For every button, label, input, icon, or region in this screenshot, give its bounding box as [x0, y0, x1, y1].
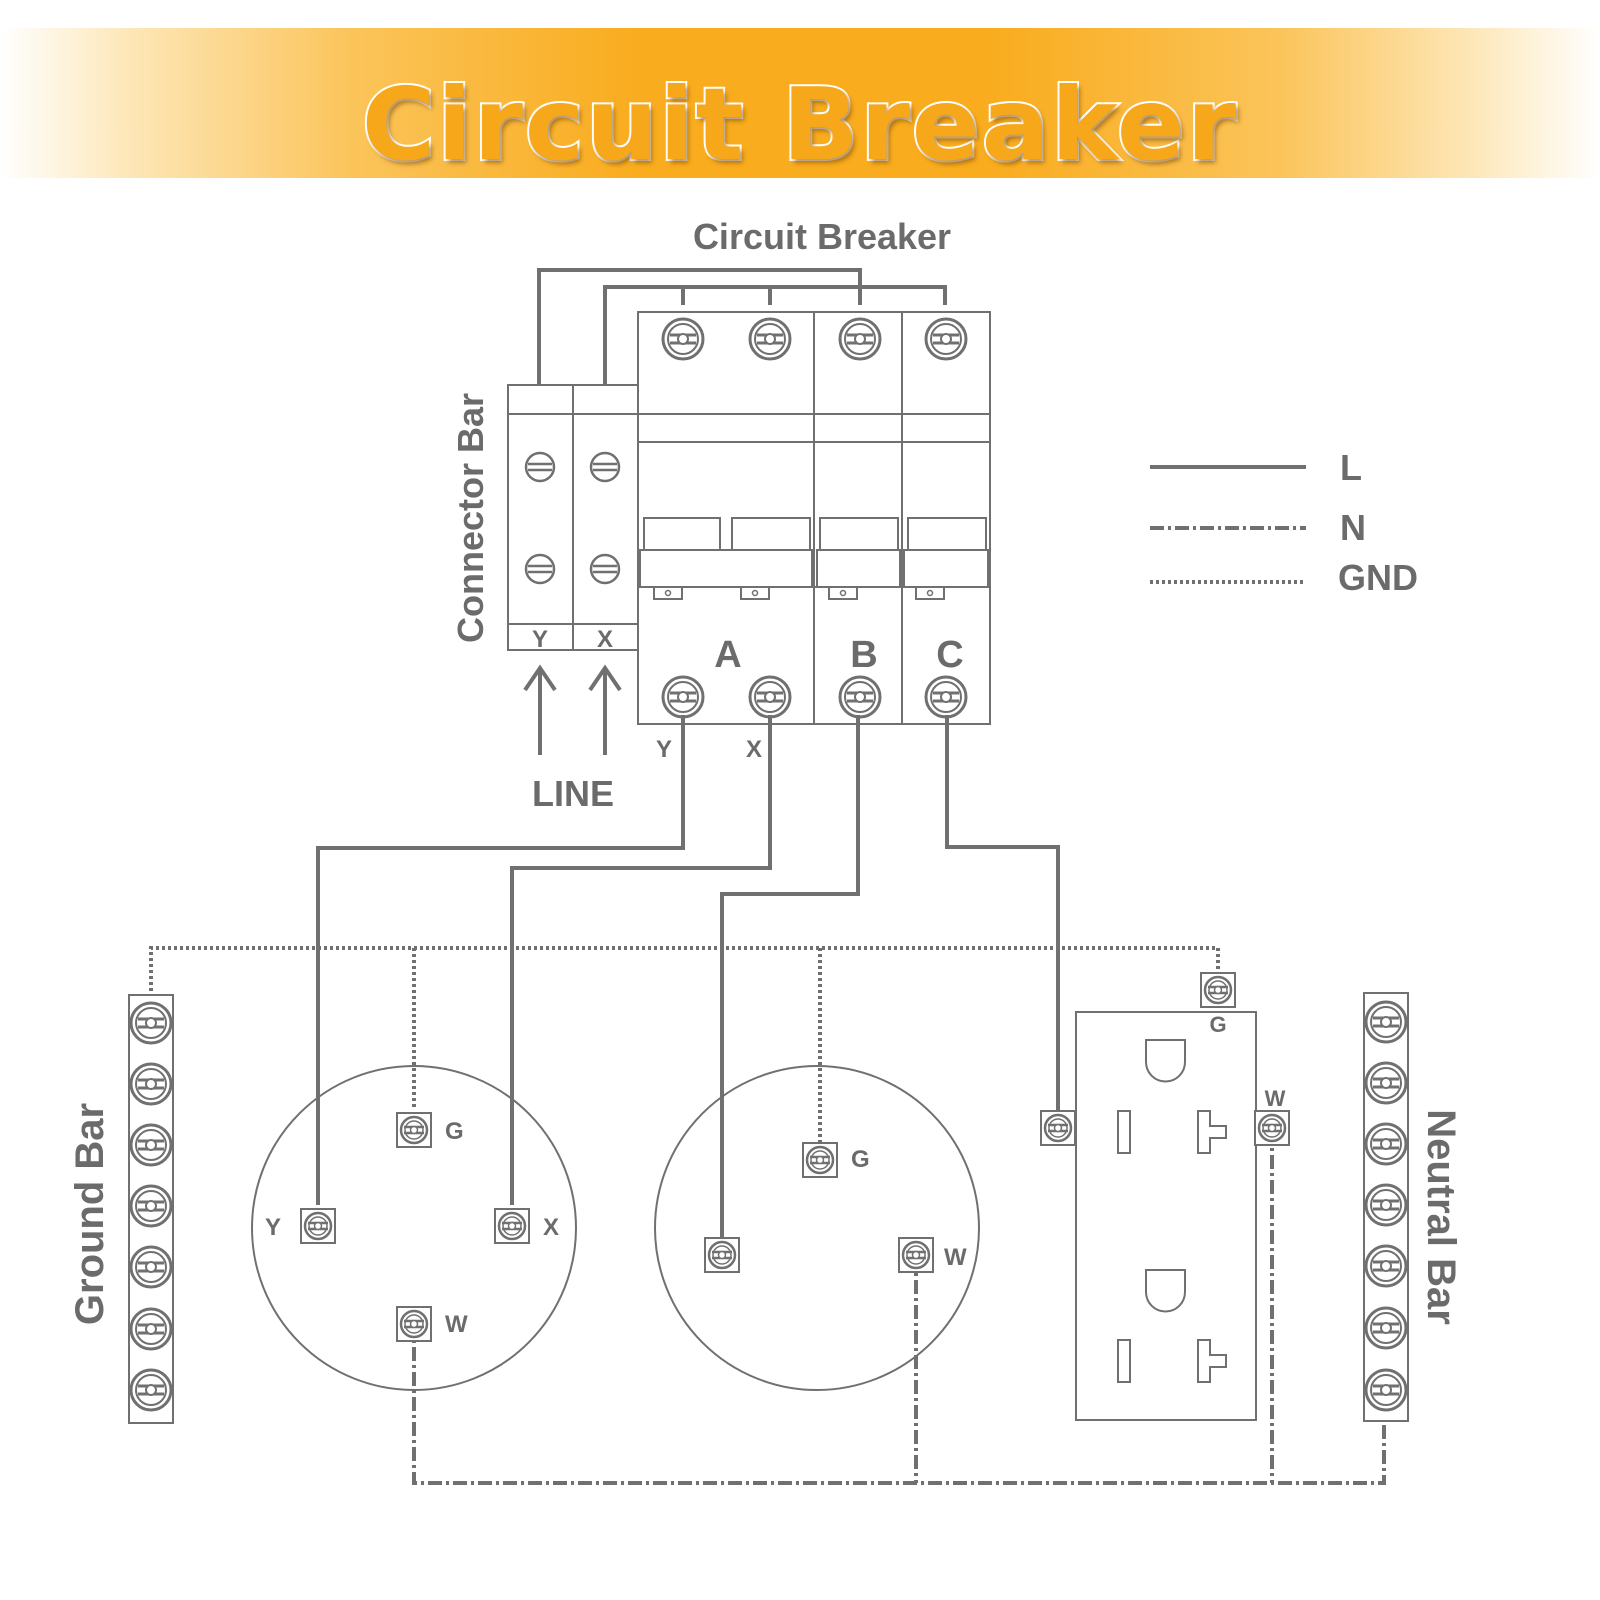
connector-bar	[507, 384, 639, 651]
neutral-bar-screw	[1364, 1183, 1408, 1227]
outlet-slot	[1117, 1339, 1131, 1383]
ground-wires	[149, 946, 1220, 1145]
ground-bar-screw	[129, 1245, 173, 1289]
terminal-l-screw	[703, 1236, 741, 1274]
breaker-load-screw	[748, 675, 792, 719]
pole-label-c: C	[936, 634, 963, 676]
legend-label-gnd: GND	[1338, 557, 1418, 598]
terminal-g-screw	[395, 1111, 433, 1149]
outlet-t-slot	[1197, 1339, 1227, 1383]
breaker-out-x: X	[746, 736, 762, 763]
ground-bar-screw	[129, 1062, 173, 1106]
connector-bar-label: Connector Bar	[450, 393, 491, 643]
connector-screw	[589, 451, 621, 483]
breaker-line-screw	[661, 317, 705, 361]
ground-bar	[128, 994, 174, 1424]
breaker-load-screw	[838, 675, 882, 719]
outlet-neutral-screw	[1253, 1109, 1291, 1147]
ground-bar-screw	[129, 1307, 173, 1351]
legend	[1150, 465, 1306, 584]
breaker-body	[637, 311, 991, 725]
live-wires	[316, 715, 1060, 1250]
outlet-label-w: W	[1265, 1086, 1286, 1111]
outlet-slot	[1117, 1110, 1131, 1154]
breaker-out-y: Y	[656, 736, 672, 763]
terminal-g-screw	[801, 1141, 839, 1179]
outlet-ground-screw	[1199, 971, 1237, 1009]
receptacle-4-wire	[251, 1065, 577, 1391]
neutral-bar-screw	[1364, 1122, 1408, 1166]
outlet-ground-slot	[1145, 1039, 1186, 1083]
line-arrows	[523, 664, 622, 755]
breaker-line-screw	[748, 317, 792, 361]
pole-label-a: A	[714, 634, 741, 676]
duplex-outlet	[1039, 971, 1291, 1421]
ground-bar-screw	[129, 1001, 173, 1045]
rec2-label-w: W	[944, 1244, 967, 1271]
neutral-bar-label: Neutral Bar	[1419, 1109, 1463, 1325]
breaker-line-screw	[924, 317, 968, 361]
ground-bar-screw	[129, 1184, 173, 1228]
connector-screw	[524, 451, 556, 483]
receptacle-3-wire	[654, 1065, 980, 1391]
neutral-bar-screw	[1364, 1000, 1408, 1044]
outlet-line-screw	[1039, 1109, 1077, 1147]
ground-bar-label: Ground Bar	[68, 1103, 112, 1325]
neutral-bar-screw	[1364, 1061, 1408, 1105]
neutral-bar	[1363, 992, 1409, 1422]
rec1-label-g: G	[445, 1118, 464, 1145]
pole-label-b: B	[850, 634, 877, 676]
legend-label-n: N	[1340, 507, 1366, 548]
terminal-y-screw	[299, 1207, 337, 1245]
line-label: LINE	[532, 773, 614, 814]
feed-wires	[537, 268, 947, 388]
connector-terminal-x: X	[597, 626, 613, 653]
title-banner: Circuit Breaker	[0, 28, 1600, 185]
neutral-bar-screw	[1364, 1306, 1408, 1350]
rec1-label-w: W	[445, 1311, 468, 1338]
outlet-ground-slot	[1145, 1269, 1186, 1313]
outlet-t-slot	[1197, 1110, 1227, 1154]
ground-bar-screw	[129, 1368, 173, 1412]
banner-title: Circuit Breaker	[360, 64, 1239, 185]
connector-screw	[524, 553, 556, 585]
rec1-label-y: Y	[265, 1214, 281, 1241]
ground-bar-screw	[129, 1123, 173, 1167]
connector-terminal-y: Y	[532, 626, 548, 653]
connector-screw	[589, 553, 621, 585]
breaker-load-screw	[924, 675, 968, 719]
terminal-w-screw	[897, 1236, 935, 1274]
breaker-line-screw	[838, 317, 882, 361]
rec2-label-g: G	[851, 1146, 870, 1173]
terminal-w-screw	[395, 1305, 433, 1343]
breaker-load-screw	[661, 675, 705, 719]
neutral-bar-screw	[1364, 1244, 1408, 1288]
terminal-x-screw	[493, 1207, 531, 1245]
neutral-bar-screw	[1364, 1368, 1408, 1412]
outlet-label-g: G	[1209, 1012, 1226, 1037]
legend-label-l: L	[1340, 447, 1362, 488]
neutral-wires	[412, 1130, 1386, 1485]
breaker-heading: Circuit Breaker	[693, 216, 951, 257]
rec1-label-x: X	[543, 1214, 559, 1241]
